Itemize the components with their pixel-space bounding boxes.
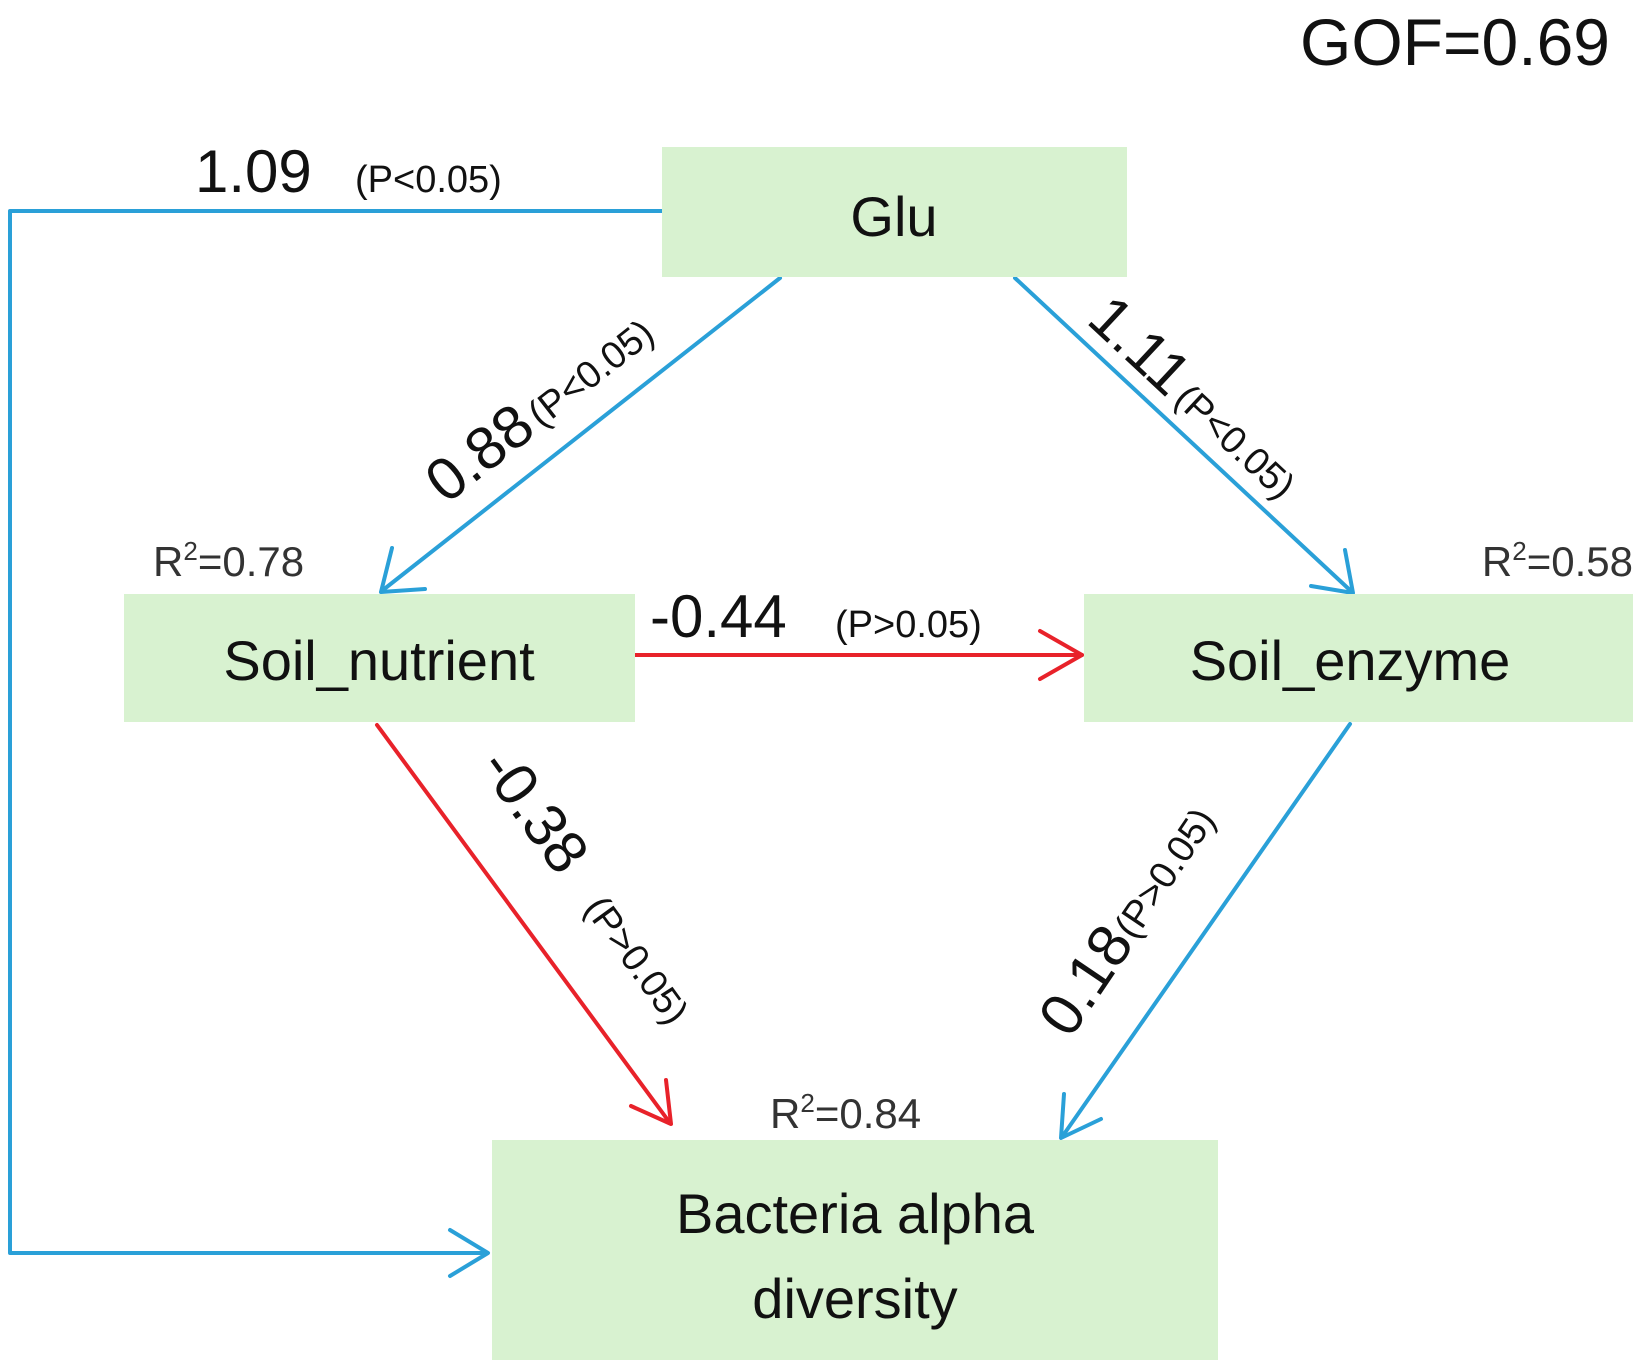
node-soil-enzyme: Soil_enzyme xyxy=(1084,594,1633,722)
edge-glu-to-enzyme xyxy=(1013,276,1354,594)
node-bacteria-label-line1: Bacteria alpha xyxy=(676,1182,1035,1245)
edge-nutrient-to-bacteria xyxy=(375,723,672,1125)
arrowhead-glu-to-enzyme xyxy=(1309,548,1355,595)
p-glu-to-enzyme: (P<0.05) xyxy=(1167,377,1303,508)
arrowhead-glu-to-nutrient xyxy=(379,546,427,594)
node-glu-label: Glu xyxy=(850,185,937,248)
arrowhead-glu-to-bacteria xyxy=(448,1228,490,1278)
r2-soil-enzyme: R2=0.58 xyxy=(1482,536,1633,585)
node-bacteria-label-line2: diversity xyxy=(752,1267,957,1330)
node-soil-nutrient: Soil_nutrient xyxy=(124,594,635,722)
node-bacteria-alpha-diversity: Bacteria alpha diversity xyxy=(492,1140,1218,1360)
r2-soil-nutrient: R2=0.78 xyxy=(153,536,304,585)
node-glu: Glu xyxy=(662,147,1127,277)
label-glu-to-nutrient: 0.88 (P<0.05) xyxy=(413,312,663,515)
p-nutrient-to-enzyme: (P>0.05) xyxy=(835,604,982,646)
node-soil-nutrient-label: Soil_nutrient xyxy=(223,629,535,692)
edge-glu-to-nutrient xyxy=(381,276,782,592)
p-glu-to-bacteria: (P<0.05) xyxy=(355,159,502,201)
arrowhead-nutrient-to-bacteria xyxy=(629,1078,673,1126)
p-enzyme-to-bacteria: (P>0.05) xyxy=(1107,801,1224,946)
p-nutrient-to-bacteria: (P>0.05) xyxy=(576,889,696,1032)
label-nutrient-to-bacteria: -0.38 (P>0.05) xyxy=(467,735,696,1032)
label-glu-to-bacteria: 1.09 (P<0.05) xyxy=(195,138,502,205)
arrowhead-nutrient-to-enzyme xyxy=(1038,629,1084,681)
coef-glu-to-bacteria: 1.09 xyxy=(195,138,312,205)
label-nutrient-to-enzyme: -0.44 (P>0.05) xyxy=(650,583,982,650)
edge-glu-to-bacteria xyxy=(8,209,664,1255)
label-enzyme-to-bacteria: 0.18 (P>0.05) xyxy=(1025,801,1224,1047)
gof-label: GOF=0.69 xyxy=(1300,5,1610,79)
node-soil-enzyme-label: Soil_enzyme xyxy=(1190,629,1511,692)
p-glu-to-nutrient: (P<0.05) xyxy=(521,312,663,435)
label-glu-to-enzyme: 1.11 (P<0.05) xyxy=(1076,283,1303,508)
edge-enzyme-to-bacteria xyxy=(1060,722,1352,1139)
r2-bacteria: R2=0.84 xyxy=(770,1088,921,1137)
coef-nutrient-to-bacteria: -0.38 xyxy=(467,735,602,885)
coef-nutrient-to-enzyme: -0.44 xyxy=(650,583,787,650)
arrowhead-enzyme-to-bacteria xyxy=(1059,1092,1103,1140)
